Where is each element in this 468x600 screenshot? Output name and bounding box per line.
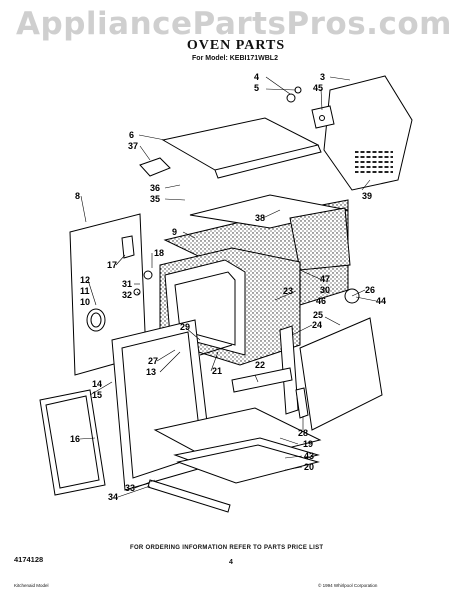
callout-label: 28 <box>298 428 308 438</box>
callout-label: 33 <box>125 483 135 493</box>
callout-label: 31 <box>122 279 132 289</box>
callout-label: 14 <box>92 379 102 389</box>
callout-label: 46 <box>316 296 326 306</box>
callout-label: 22 <box>255 360 265 370</box>
callout-label: 23 <box>283 286 293 296</box>
callout-label: 44 <box>376 296 386 306</box>
page-number: 4 <box>229 559 233 566</box>
callout-label: 12 <box>80 275 90 285</box>
callout-label: 13 <box>146 367 156 377</box>
callout-label: 21 <box>212 366 222 376</box>
callout-label: 10 <box>80 297 90 307</box>
callout-label: 3 <box>320 72 325 82</box>
callout-label: 8 <box>75 191 80 201</box>
callout-label: 26 <box>365 285 375 295</box>
callout-label: 38 <box>255 213 265 223</box>
callout-label: 47 <box>320 274 330 284</box>
callout-label: 39 <box>362 191 372 201</box>
callout-label: 32 <box>122 290 132 300</box>
callout-label: 36 <box>150 183 160 193</box>
document-number: 4174128 <box>14 555 44 564</box>
model-number: For Model: KEBI171WBL2 <box>192 55 278 62</box>
callout-label: 15 <box>92 390 102 400</box>
diagram-title: OVEN PARTS <box>186 38 286 53</box>
ordering-note: FOR ORDERING INFORMATION REFER TO PARTS … <box>130 545 324 551</box>
callout-label: 27 <box>148 356 158 366</box>
callout-label: 16 <box>70 434 80 444</box>
callout-label: 24 <box>312 320 322 330</box>
callout-label: 11 <box>80 286 90 296</box>
copyright: © 1994 Whirlpool Corporation <box>318 583 378 588</box>
callout-label: 18 <box>154 248 164 258</box>
watermark: AppliancePartsPros.com <box>16 6 452 42</box>
callout-label: 19 <box>303 439 313 449</box>
callout-label: 29 <box>180 322 190 332</box>
callout-label: 25 <box>313 310 323 320</box>
callout-label: 20 <box>304 462 314 472</box>
callout-label: 34 <box>108 492 118 502</box>
callout-label: 4 <box>254 72 259 82</box>
callout-label: 17 <box>107 260 117 270</box>
callout-label: 5 <box>254 83 259 93</box>
small-code: Kitchenaid Model <box>14 583 49 588</box>
callout-label: 43 <box>304 451 314 461</box>
rear-vent-panel <box>323 75 413 191</box>
callout-label: 35 <box>150 194 160 204</box>
callout-label: 37 <box>128 141 138 151</box>
callout-label: 45 <box>313 83 323 93</box>
callout-label: 30 <box>320 285 330 295</box>
callout-numbers: 3 4 5 45 6 37 36 35 8 9 38 39 17 18 12 1… <box>70 72 386 502</box>
callout-label: 6 <box>129 130 134 140</box>
callout-label: 9 <box>172 227 177 237</box>
